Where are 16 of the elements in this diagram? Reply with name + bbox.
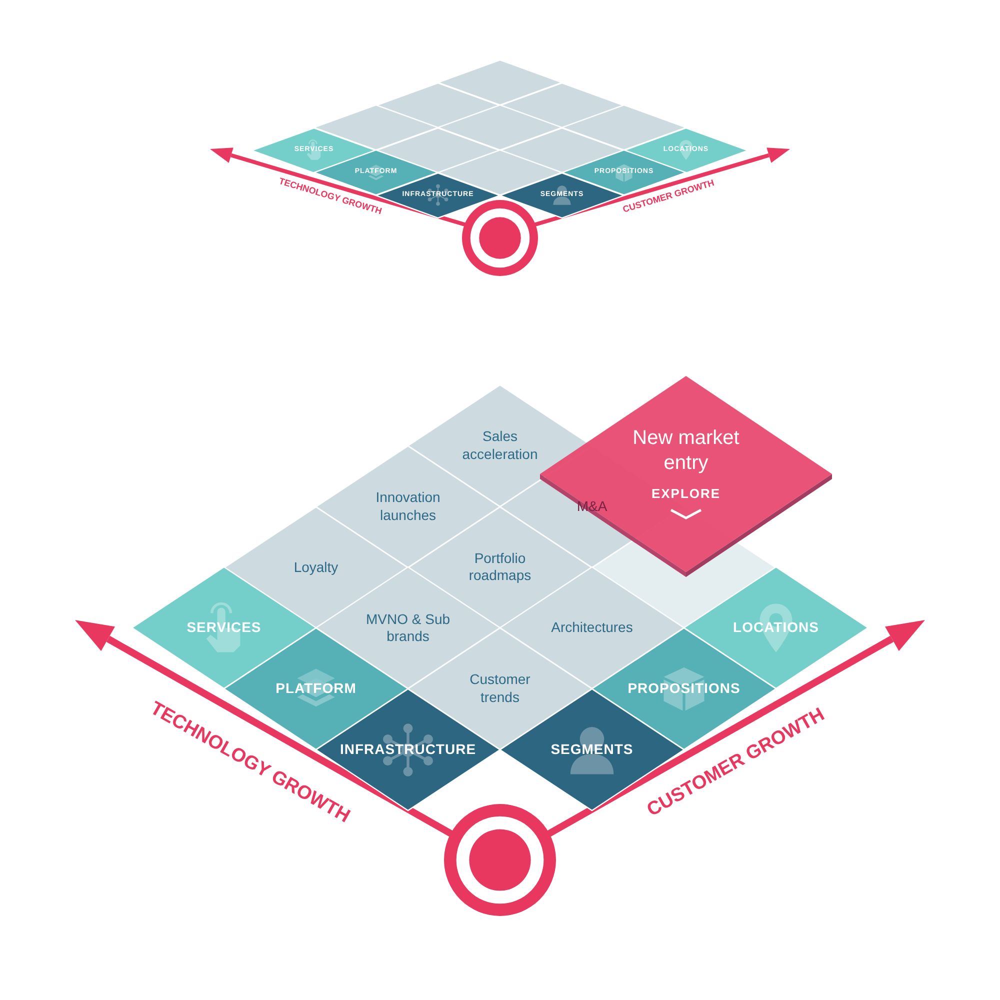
tile-label: LOCATIONS [733,619,819,637]
card-heading: New market entry [632,426,740,476]
tile-label: INFRASTRUCTURE [340,740,476,758]
tile-label: Innovation launches [374,489,442,524]
tile-label: Loyalty [294,558,338,576]
tile-label: PLATFORM [276,680,356,698]
tile-label: PROPOSITIONS [628,680,740,698]
tile-label: MVNO & Sub brands [364,610,452,646]
tile-label: Customer trends [468,671,532,706]
tile-label: Architectures [551,619,633,637]
tile-label: Portfolio roadmaps [468,550,532,585]
tile-label: SEGMENTS [550,740,634,758]
tile-label: SERVICES [186,619,262,637]
explore-link: EXPLORE [651,486,721,502]
tile-label: M&A [576,498,608,516]
tile-label: Sales acceleration [461,428,539,464]
